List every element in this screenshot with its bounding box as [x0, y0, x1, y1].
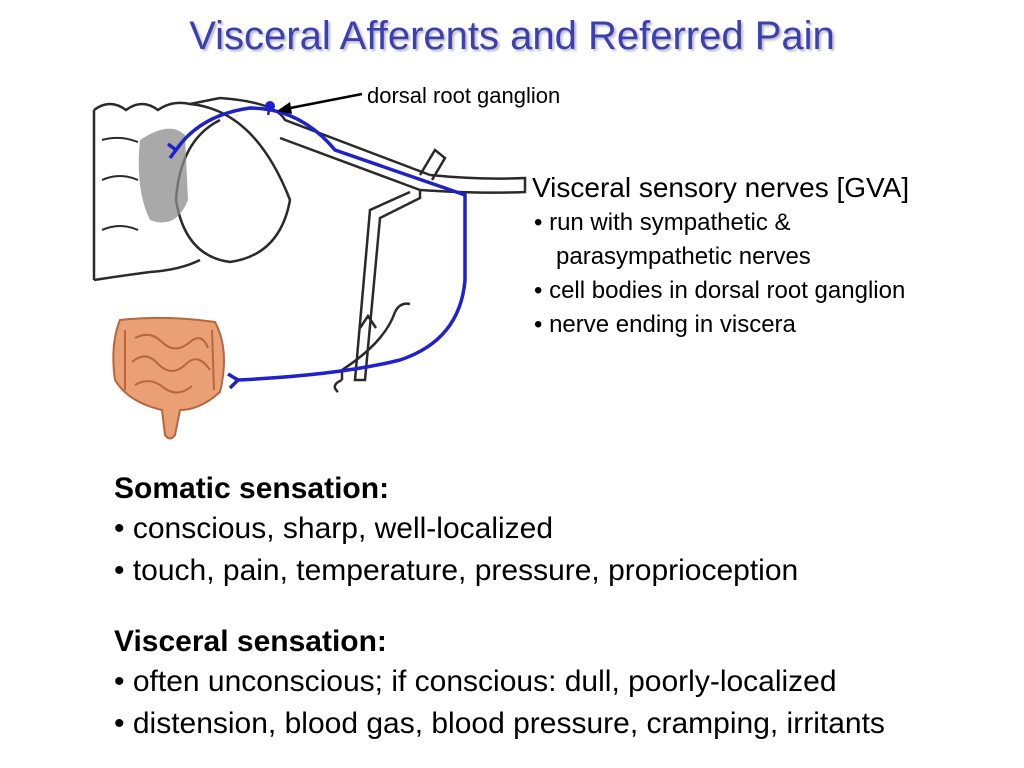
spinal-nerve-outline [219, 96, 527, 393]
gva-item: • nerve ending in viscera [534, 311, 796, 338]
visceral-item: • often unconscious; if conscious: dull,… [114, 665, 837, 698]
gva-heading: Visceral sensory nerves [GVA] [532, 172, 910, 203]
dorsal-root-ganglion-label: dorsal root ganglion [367, 83, 561, 108]
gva-item: parasympathetic nerves [556, 243, 811, 270]
visceral-item: • distension, blood gas, blood pressure,… [114, 707, 885, 740]
visceral-afferent-diagram [92, 92, 527, 440]
ganglion-pointer-arrow [277, 92, 363, 114]
afferent-fiber [166, 106, 467, 390]
visceral-heading: Visceral sensation: [114, 625, 387, 658]
visceral-sensation-section: Visceral sensation: • often unconscious;… [114, 623, 1014, 745]
slide-title: Visceral Afferents and Referred Pain [189, 14, 835, 58]
spinal-cord-section [92, 96, 292, 282]
gva-description: Visceral sensory nerves [GVA] • run with… [532, 170, 1012, 342]
somatic-item: • touch, pain, temperature, pressure, pr… [114, 554, 799, 587]
gva-item: • run with sympathetic & [534, 209, 791, 236]
somatic-sensation-section: Somatic sensation: • conscious, sharp, w… [114, 470, 1014, 592]
somatic-item: • conscious, sharp, well-localized [114, 512, 554, 545]
intestine-illustration [112, 316, 225, 440]
dorsal-root-ganglion-marker [265, 101, 275, 116]
gva-item: • cell bodies in dorsal root ganglion [534, 277, 906, 304]
somatic-heading: Somatic sensation: [114, 472, 390, 505]
